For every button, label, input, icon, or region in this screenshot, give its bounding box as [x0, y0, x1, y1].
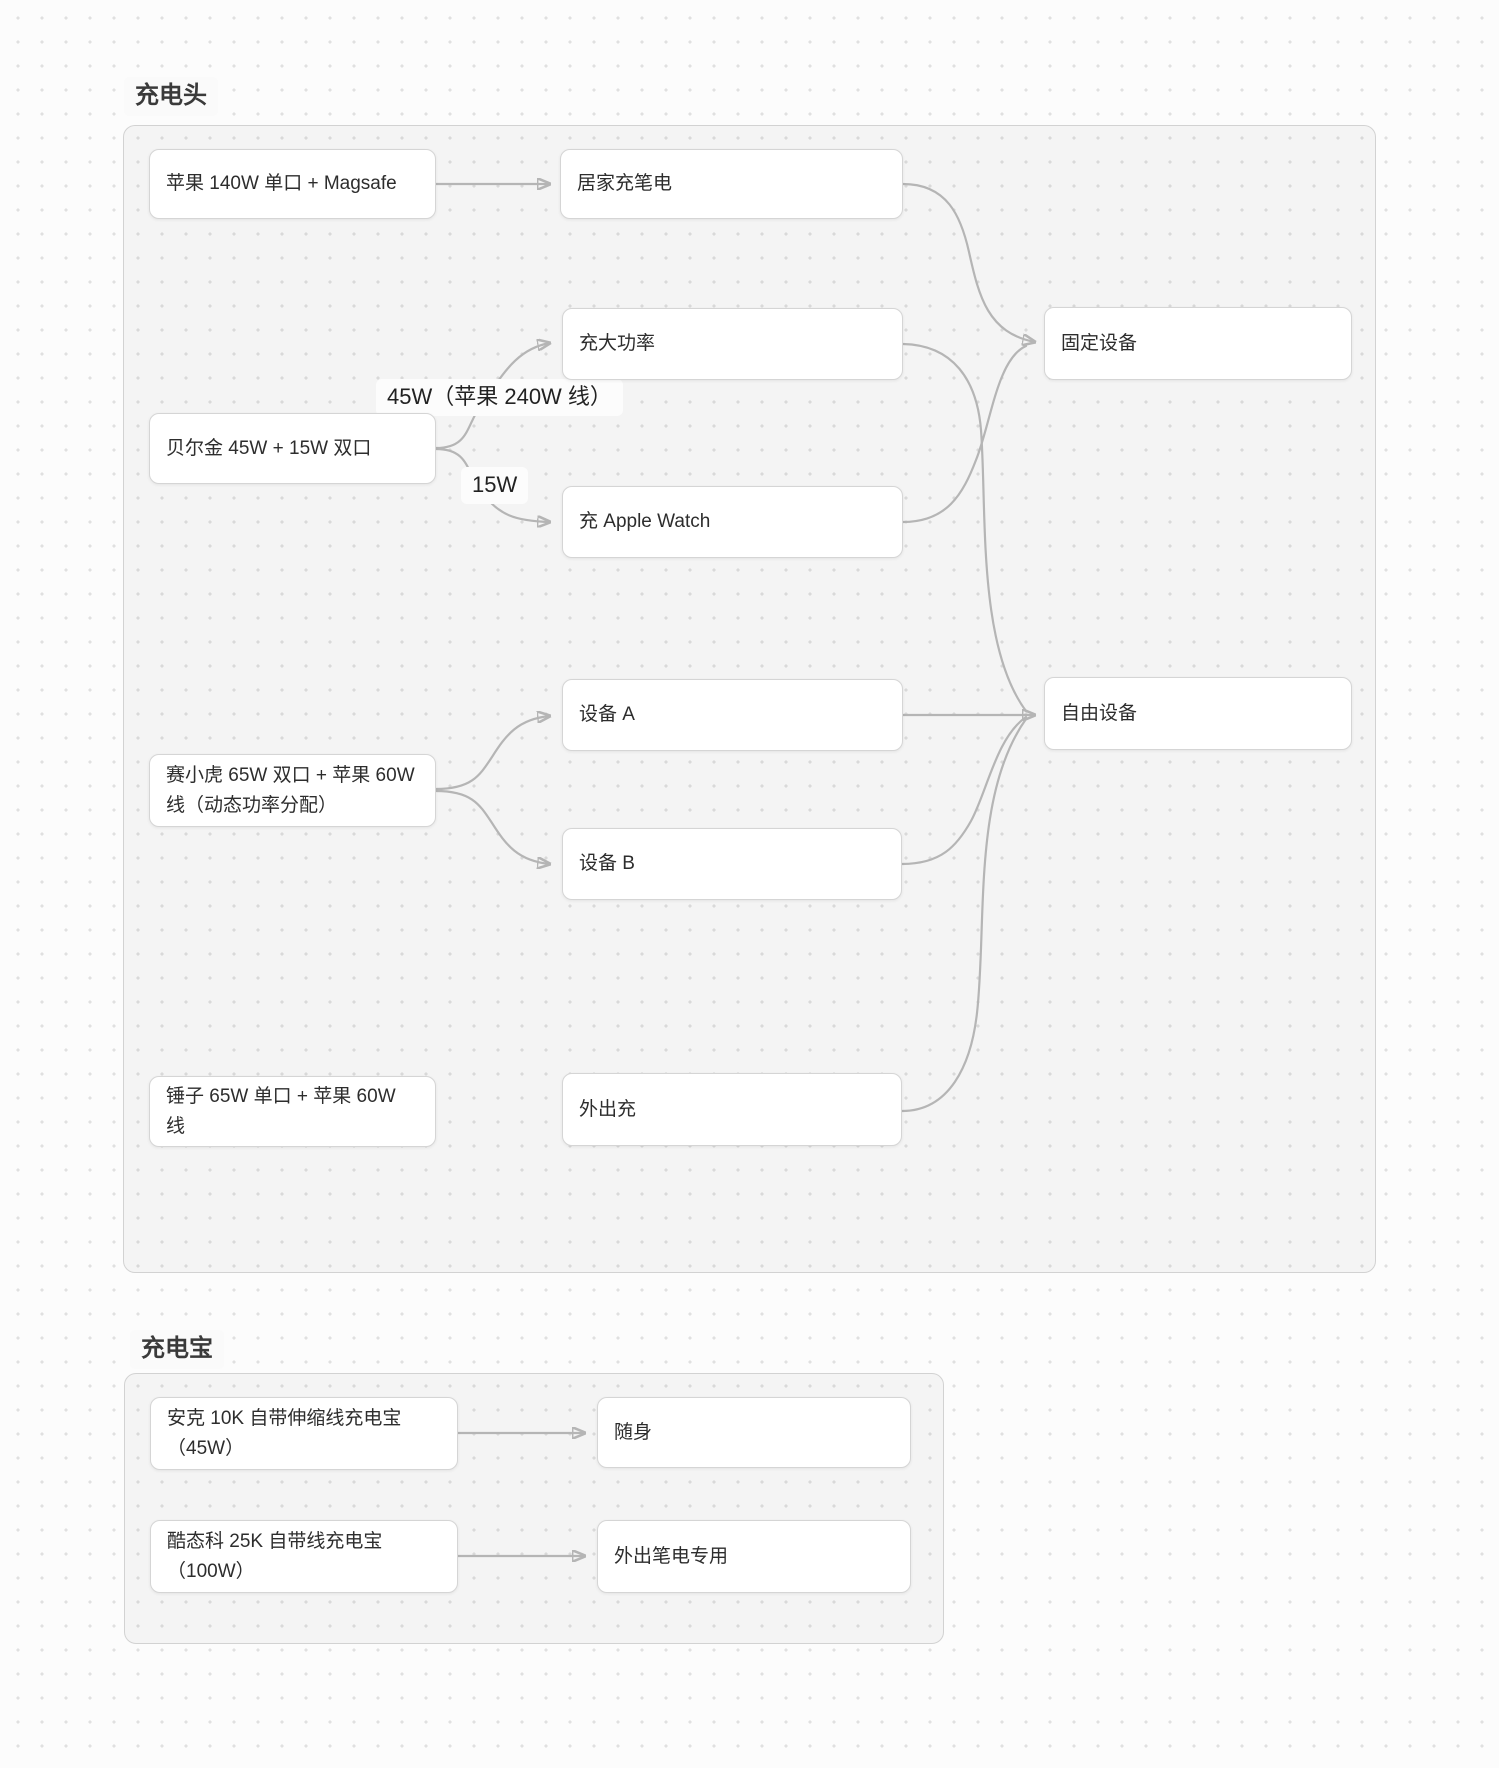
edge-label-45w[interactable]: 45W（苹果 240W 线） [376, 379, 623, 416]
node-label: 设备 A [579, 704, 635, 725]
node-label: 安克 10K 自带伸缩线充电宝 （45W） [167, 1407, 402, 1459]
node-label: 酷态科 25K 自带线充电宝 （100W） [167, 1530, 383, 1582]
node-fixed-devices[interactable]: 固定设备 [1044, 307, 1352, 380]
node-label: 居家充笔电 [577, 173, 673, 194]
node-hammer-65w[interactable]: 锤子 65W 单口 + 苹果 60W 线 [149, 1076, 436, 1147]
node-label: 锤子 65W 单口 + 苹果 60W 线 [166, 1085, 396, 1137]
edge-label-15w[interactable]: 15W [461, 467, 529, 504]
node-label: 设备 B [579, 853, 635, 874]
edge-home-laptop-to-fixed-devices[interactable] [901, 182, 1035, 342]
node-device-b[interactable]: 设备 B [562, 828, 902, 900]
frame-title-powerbanks[interactable]: 充电宝 [130, 1330, 224, 1369]
node-saixiaohu-65w[interactable]: 赛小虎 65W 双口 + 苹果 60W 线（动态功率分配） [149, 754, 436, 827]
node-apple-140w[interactable]: 苹果 140W 单口 + Magsafe [149, 149, 436, 219]
node-free-devices[interactable]: 自由设备 [1044, 677, 1352, 750]
node-belkin-45w-15w[interactable]: 贝尔金 45W + 15W 双口 [149, 413, 436, 484]
edge-apple-watch-to-fixed-devices[interactable] [901, 344, 1028, 524]
node-label: 随身 [614, 1421, 653, 1443]
node-label: 赛小虎 65W 双口 + 苹果 60W 线（动态功率分配） [166, 764, 415, 816]
node-label: 充大功率 [579, 333, 656, 354]
edge-saixiaohu-to-device-b[interactable] [434, 789, 550, 864]
node-kutaike-25k[interactable]: 酷态科 25K 自带线充电宝 （100W） [150, 1520, 458, 1593]
edge-out-charge-to-free-devices[interactable] [900, 717, 1028, 1113]
edge-saixiaohu-to-device-a[interactable] [434, 716, 550, 791]
node-anker-10k[interactable]: 安克 10K 自带伸缩线充电宝 （45W） [150, 1397, 458, 1470]
node-label: 苹果 140W 单口 + Magsafe [166, 173, 397, 194]
node-out-charge[interactable]: 外出充 [562, 1073, 902, 1146]
node-label: 外出充 [579, 1098, 637, 1120]
edge-high-power-to-free-devices[interactable] [901, 342, 1028, 713]
node-label: 固定设备 [1061, 332, 1138, 354]
edge-device-b-to-free-devices[interactable] [900, 715, 1028, 866]
node-carry-along[interactable]: 随身 [597, 1397, 911, 1468]
node-out-laptop-only[interactable]: 外出笔电专用 [597, 1520, 911, 1593]
node-label: 外出笔电专用 [614, 1545, 729, 1567]
node-label: 自由设备 [1061, 702, 1138, 724]
node-device-a[interactable]: 设备 A [562, 679, 903, 751]
frame-title-chargers[interactable]: 充电头 [124, 77, 218, 116]
node-high-power-charge[interactable]: 充大功率 [562, 308, 903, 380]
node-home-laptop-charge[interactable]: 居家充笔电 [560, 149, 903, 219]
node-label: 贝尔金 45W + 15W 双口 [166, 437, 372, 459]
node-label: 充 Apple Watch [579, 511, 711, 532]
node-apple-watch-charge[interactable]: 充 Apple Watch [562, 486, 903, 558]
